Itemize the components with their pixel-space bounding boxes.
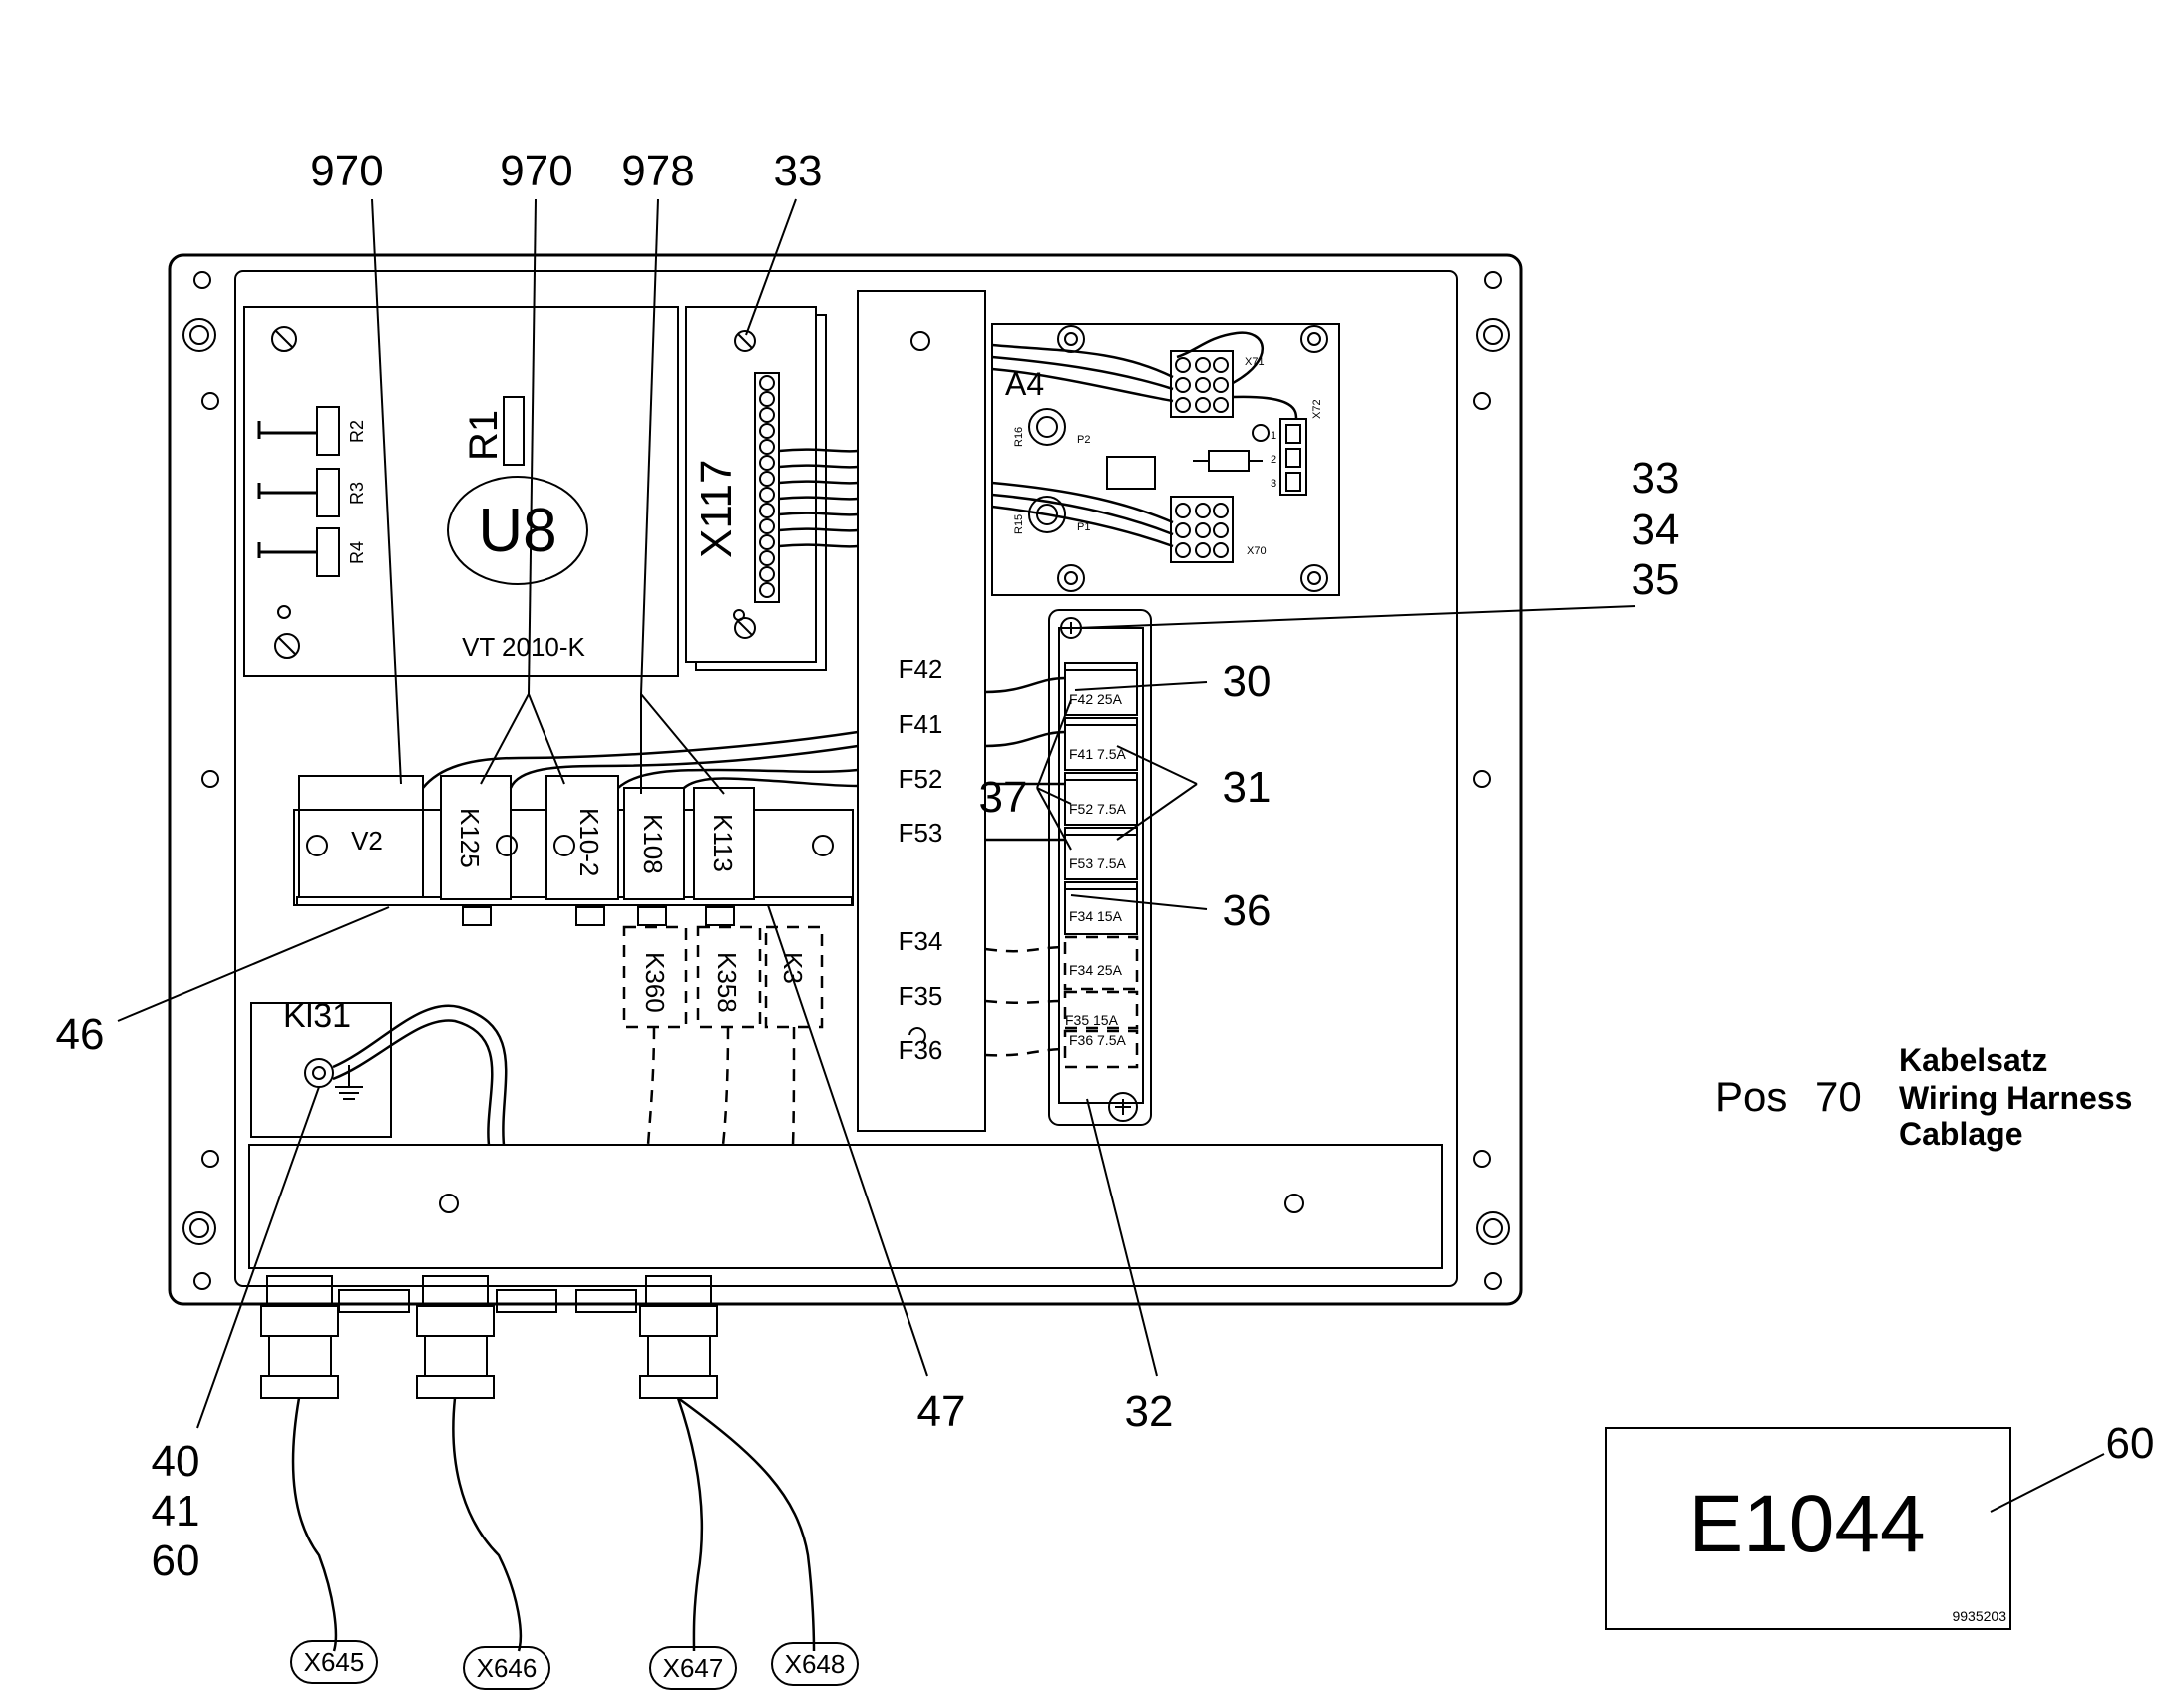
fuse-label-f42: F42 bbox=[899, 654, 943, 684]
terminal-screws bbox=[759, 375, 775, 598]
callout-37: 37 bbox=[979, 773, 1028, 822]
k10-2-label: K10-2 bbox=[574, 808, 604, 876]
k113-label: K113 bbox=[708, 814, 738, 872]
x72-pin-2: 2 bbox=[1271, 454, 1276, 466]
callout-60-left: 60 bbox=[152, 1537, 200, 1585]
x72-label: X72 bbox=[1311, 399, 1323, 419]
callout-31: 31 bbox=[1223, 763, 1272, 812]
x117-terminal-block: X117 bbox=[685, 306, 859, 671]
fuse-label-f52: F52 bbox=[899, 764, 943, 794]
callout-970-b: 970 bbox=[500, 147, 572, 195]
v2-label: V2 bbox=[351, 826, 383, 855]
kl31-label: Kl31 bbox=[283, 997, 351, 1035]
r2-label: R2 bbox=[347, 420, 367, 443]
fuse-label-f36: F36 bbox=[899, 1035, 943, 1065]
callout-978: 978 bbox=[621, 147, 694, 195]
pos-number: 70 bbox=[1815, 1073, 1862, 1120]
fuse-f41-rating: F41 7.5A bbox=[1069, 746, 1126, 762]
callout-41: 41 bbox=[152, 1487, 200, 1536]
position-title: Pos 70 Kabelsatz Wiring Harness Cablage bbox=[1715, 1042, 2132, 1152]
r3-label: R3 bbox=[347, 482, 367, 505]
fuse-label-f53: F53 bbox=[899, 818, 943, 848]
ground-kl31: Kl31 bbox=[250, 997, 508, 1146]
connector-tags: X645 X646 X647 X648 bbox=[290, 1640, 859, 1690]
p1-label: P1 bbox=[1077, 521, 1090, 533]
connector-x646: X646 bbox=[477, 1653, 538, 1683]
a4-module: A4 P2 P1 R16 R15 X71 X72 1 2 3 X70 bbox=[991, 323, 1340, 596]
fuse-f35-rating: F35 15A bbox=[1065, 1012, 1119, 1028]
fuse-f53-rating: F53 7.5A bbox=[1069, 855, 1126, 871]
callout-30: 30 bbox=[1223, 657, 1272, 706]
x72-pin-1: 1 bbox=[1271, 430, 1276, 442]
callout-47: 47 bbox=[917, 1387, 966, 1436]
mounting-holes bbox=[182, 271, 1510, 1290]
leader-lines bbox=[117, 198, 2105, 1513]
callout-33-top: 33 bbox=[774, 147, 823, 195]
r4-label: R4 bbox=[347, 541, 367, 564]
callout-36: 36 bbox=[1223, 886, 1272, 935]
k358-label: K358 bbox=[712, 952, 742, 1013]
k125-label: K125 bbox=[455, 808, 485, 868]
x117-label: X117 bbox=[692, 460, 741, 559]
fuse-f34-15a-rating: F34 15A bbox=[1069, 908, 1123, 924]
fuse-f34-25a-rating: F34 25A bbox=[1069, 962, 1123, 978]
drawing-ref: 9935203 bbox=[1952, 1608, 2006, 1624]
x72-pin-3: 3 bbox=[1271, 478, 1276, 490]
cable-duct bbox=[248, 1144, 1443, 1269]
x70-label: X70 bbox=[1247, 545, 1267, 557]
label-box: E1044 9935203 bbox=[1605, 1427, 2011, 1630]
r16-label: R16 bbox=[1013, 427, 1025, 447]
callout-34-right: 34 bbox=[1632, 506, 1680, 554]
r1-label: R1 bbox=[462, 410, 506, 461]
k108-label: K108 bbox=[638, 814, 668, 874]
callout-970-a: 970 bbox=[310, 147, 383, 195]
label-code: E1044 bbox=[1688, 1479, 1925, 1569]
connector-x645: X645 bbox=[304, 1647, 365, 1677]
p2-label: P2 bbox=[1077, 434, 1090, 446]
callout-60-label: 60 bbox=[2106, 1419, 2155, 1468]
callout-numbers: 970 970 978 33 33 34 35 30 31 37 36 46 4… bbox=[56, 147, 2155, 1585]
title-cablage: Cablage bbox=[1899, 1116, 2022, 1152]
fuse-holder: F42 25A F41 7.5A F52 7.5A F53 7.5A F34 1… bbox=[984, 609, 1152, 1126]
fuse-label-f35: F35 bbox=[899, 981, 943, 1011]
title-wiring-harness: Wiring Harness bbox=[1899, 1080, 2132, 1116]
board-model-label: VT 2010-K bbox=[462, 632, 585, 662]
fuse-label-f41: F41 bbox=[899, 709, 943, 739]
callout-33-right: 33 bbox=[1632, 454, 1680, 503]
callout-35-right: 35 bbox=[1632, 555, 1680, 604]
connector-x648: X648 bbox=[785, 1649, 846, 1679]
connector-x647: X647 bbox=[663, 1653, 724, 1683]
k360-label: K360 bbox=[640, 952, 670, 1013]
enclosure bbox=[168, 253, 1523, 1306]
pos-prefix: Pos bbox=[1715, 1073, 1787, 1120]
callout-32: 32 bbox=[1125, 1387, 1174, 1436]
cable-glands bbox=[260, 1275, 816, 1652]
fuse-label-f34: F34 bbox=[899, 926, 943, 956]
title-kabelsatz: Kabelsatz bbox=[1899, 1042, 2047, 1078]
relay-rail: V2 K125 K10-2 K108 K113 K360 K358 K3 bbox=[293, 730, 859, 1146]
r15-label: R15 bbox=[1013, 514, 1025, 534]
u8-board: R2 R3 R4 R1 U8 VT 2010-K bbox=[243, 306, 679, 677]
callout-46: 46 bbox=[56, 1010, 105, 1059]
fuse-f52-rating: F52 7.5A bbox=[1069, 801, 1126, 817]
u8-label: U8 bbox=[478, 497, 556, 565]
callout-40: 40 bbox=[152, 1437, 200, 1486]
fuse-f42-rating: F42 25A bbox=[1069, 691, 1123, 707]
fuse-label-rail: F42 F41 F52 F53 F34 F35 F36 bbox=[857, 290, 986, 1132]
fuse-f36-rating: F36 7.5A bbox=[1069, 1032, 1126, 1048]
